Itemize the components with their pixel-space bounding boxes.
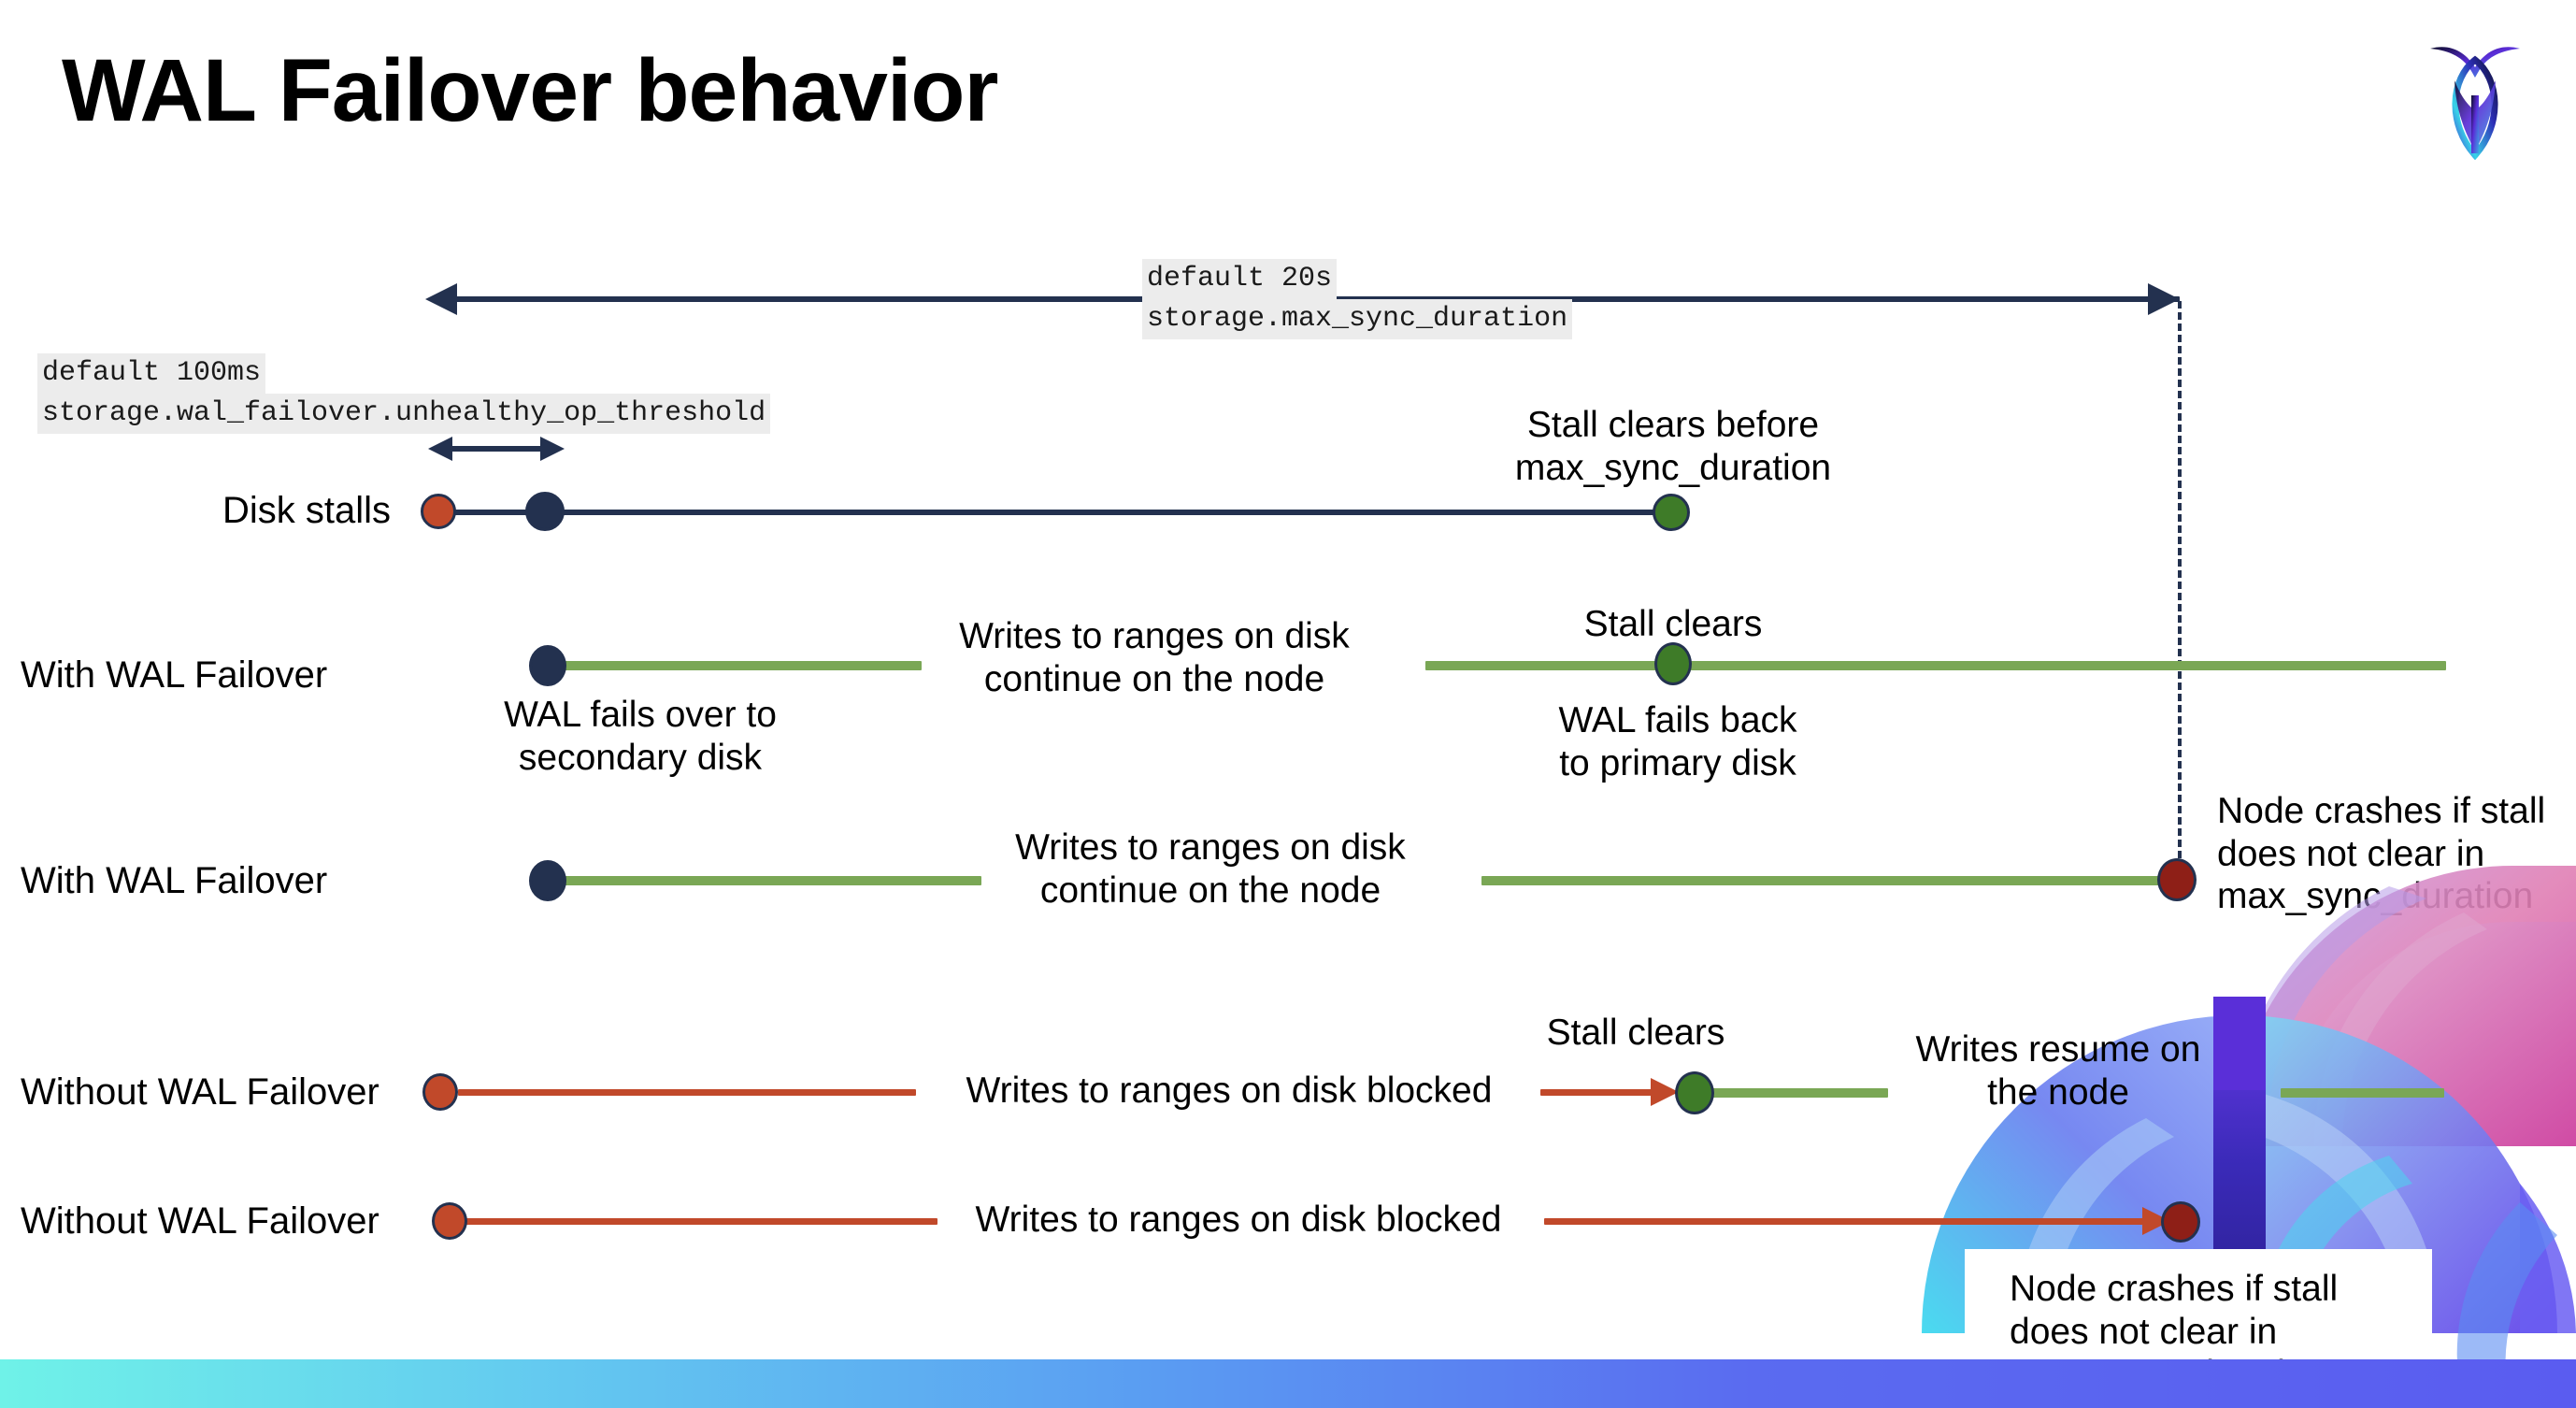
unhealthy-op-name-chip: storage.wal_failover.unhealthy_op_thresh…: [37, 394, 771, 434]
row-label-disk-stalls: Disk stalls: [222, 490, 392, 531]
disk-stalls-clear-dot: [1653, 494, 1690, 531]
bottom-gradient-bar: [0, 1359, 2576, 1408]
max-sync-arrow-right-head: [2148, 283, 2180, 315]
wal-failover-1-clear-dot: [1654, 642, 1692, 685]
wal-failover-2-segment-b: [1481, 876, 2173, 885]
disk-stalls-failover-dot: [525, 492, 565, 531]
max-sync-default-chip: default 20s: [1142, 259, 1338, 299]
without-wal-1-green-segment-b: [2281, 1088, 2444, 1098]
annotation-stall-clears-1: Stall clears: [1583, 604, 1763, 644]
annotation-writes-blocked-1: Writes to ranges on disk blocked: [966, 1070, 1493, 1111]
without-wal-2-red-segment-a: [465, 1218, 937, 1225]
page-title: WAL Failover behavior: [62, 41, 998, 140]
cockroachdb-logo-icon: [2423, 26, 2527, 166]
row-label-with-wal-failover-1: With WAL Failover: [21, 654, 328, 696]
without-wal-2-red-segment-b: [1544, 1218, 2152, 1225]
row-label-without-wal-failover-2: Without WAL Failover: [21, 1200, 379, 1242]
annotation-writes-continue-2: Writes to ranges on disk continue on the…: [1015, 827, 1406, 911]
without-wal-1-arrow-head: [1651, 1078, 1679, 1106]
without-wal-2-start-dot: [432, 1202, 467, 1240]
annotation-writes-continue-1: Writes to ranges on disk continue on the…: [959, 616, 1350, 699]
disk-stalls-timeline: [439, 510, 1678, 515]
annotation-writes-resume: Writes resume on the node: [1915, 1029, 2201, 1113]
wal-failover-2-failover-dot: [529, 860, 566, 901]
wal-failover-2-crash-dot: [2157, 858, 2197, 901]
without-wal-1-red-segment-b: [1540, 1089, 1657, 1096]
without-wal-1-start-dot: [422, 1073, 458, 1111]
row-label-with-wal-failover-2: With WAL Failover: [21, 860, 328, 901]
annotation-stall-clears-2: Stall clears: [1546, 1013, 1725, 1053]
wal-failover-2-segment-a: [551, 876, 981, 885]
annotation-wal-fails-back: WAL fails back to primary disk: [1558, 700, 1797, 783]
max-sync-name-chip: storage.max_sync_duration: [1142, 299, 1573, 339]
unhealthy-op-arrow-left-head: [428, 437, 452, 461]
unhealthy-op-default-chip: default 100ms: [37, 353, 266, 394]
wal-failover-1-segment-b: [1425, 661, 2446, 670]
without-wal-2-crash-dot: [2161, 1201, 2200, 1243]
wal-failover-1-segment-a: [551, 661, 922, 670]
without-wal-1-clear-dot: [1675, 1071, 1714, 1114]
unhealthy-op-arrow-line: [451, 446, 553, 452]
unhealthy-op-arrow-right-head: [540, 437, 565, 461]
annotation-writes-blocked-2: Writes to ranges on disk blocked: [975, 1200, 1502, 1240]
without-wal-1-green-segment-a: [1696, 1088, 1888, 1098]
max-sync-arrow-left-head: [425, 283, 457, 315]
annotation-node-crashes-1: Node crashes if stall does not clear in …: [2217, 791, 2546, 917]
annotation-wal-fails-over: WAL fails over to secondary disk: [504, 695, 777, 778]
row-label-without-wal-failover-1: Without WAL Failover: [21, 1071, 379, 1113]
wal-failover-1-failover-dot: [529, 645, 566, 686]
max-sync-dashed-guideline: [2178, 301, 2182, 881]
annotation-stall-clears-before: Stall clears before max_sync_duration: [1514, 405, 1832, 488]
without-wal-1-red-segment-a: [458, 1089, 916, 1096]
disk-stalls-start-dot: [421, 494, 456, 529]
